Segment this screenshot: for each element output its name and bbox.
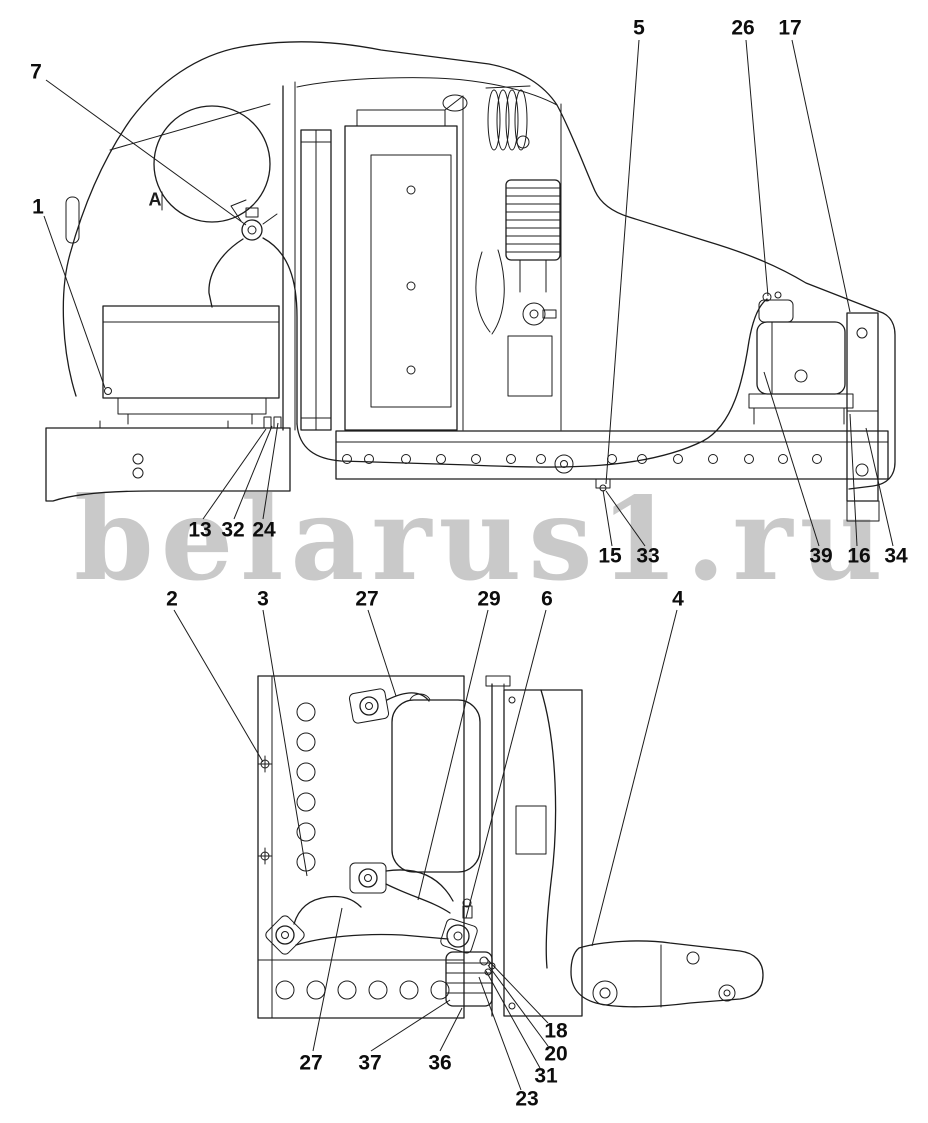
side-view xyxy=(45,41,896,522)
frame-rail xyxy=(335,430,889,492)
callout-16: 16 xyxy=(847,544,871,568)
callout-34: 34 xyxy=(884,544,908,568)
callout-6: 6 xyxy=(541,587,553,611)
terminal-clamp-left xyxy=(265,895,449,955)
plan-view xyxy=(257,675,764,1019)
pulley-stack xyxy=(442,85,531,151)
callout-27-bottom: 27 xyxy=(299,1051,323,1075)
terminal-clamp-mid xyxy=(349,862,454,914)
view-label-a: A xyxy=(148,189,162,210)
callout-31: 31 xyxy=(534,1064,558,1088)
callout-26: 26 xyxy=(731,16,755,40)
callout-37: 37 xyxy=(358,1051,382,1075)
wiring-harness-side xyxy=(208,237,768,468)
frame-left-bracket xyxy=(45,416,291,502)
radiator xyxy=(300,129,332,431)
terminal-clamp-top xyxy=(348,688,430,724)
engine-block xyxy=(344,95,562,431)
callout-33: 33 xyxy=(636,544,660,568)
callout-18: 18 xyxy=(544,1019,568,1043)
mount-plate-right xyxy=(846,312,880,522)
callout-29: 29 xyxy=(477,587,501,611)
battery-box xyxy=(102,305,280,425)
callout-15: 15 xyxy=(598,544,622,568)
foot-step xyxy=(570,940,764,1008)
callout-2: 2 xyxy=(166,587,178,611)
callout-3: 3 xyxy=(257,587,269,611)
starter-motor xyxy=(748,291,854,425)
callout-23: 23 xyxy=(515,1087,539,1111)
battery-plate xyxy=(257,675,465,1019)
callout-7: 7 xyxy=(30,60,42,84)
callout-24: 24 xyxy=(252,518,276,542)
fuel-tank xyxy=(391,693,481,873)
compressor xyxy=(475,179,561,397)
firewall xyxy=(282,81,296,431)
callout-32: 32 xyxy=(221,518,245,542)
callout-13: 13 xyxy=(188,518,212,542)
callout-39: 39 xyxy=(809,544,833,568)
right-frame-member xyxy=(485,675,583,1017)
air-cleaner xyxy=(153,105,271,223)
connector-cluster xyxy=(440,898,496,1007)
callout-4: 4 xyxy=(672,587,684,611)
hood-outline xyxy=(62,41,896,490)
callout-36: 36 xyxy=(428,1051,452,1075)
callout-27-top: 27 xyxy=(355,587,379,611)
leader-lines xyxy=(43,39,894,1091)
callout-17: 17 xyxy=(778,16,802,40)
watermark: belarus1.ru xyxy=(74,472,890,606)
callout-1: 1 xyxy=(32,195,44,219)
terminal-clamp-side xyxy=(230,199,278,241)
callout-20: 20 xyxy=(544,1042,568,1066)
callout-5: 5 xyxy=(633,16,645,40)
